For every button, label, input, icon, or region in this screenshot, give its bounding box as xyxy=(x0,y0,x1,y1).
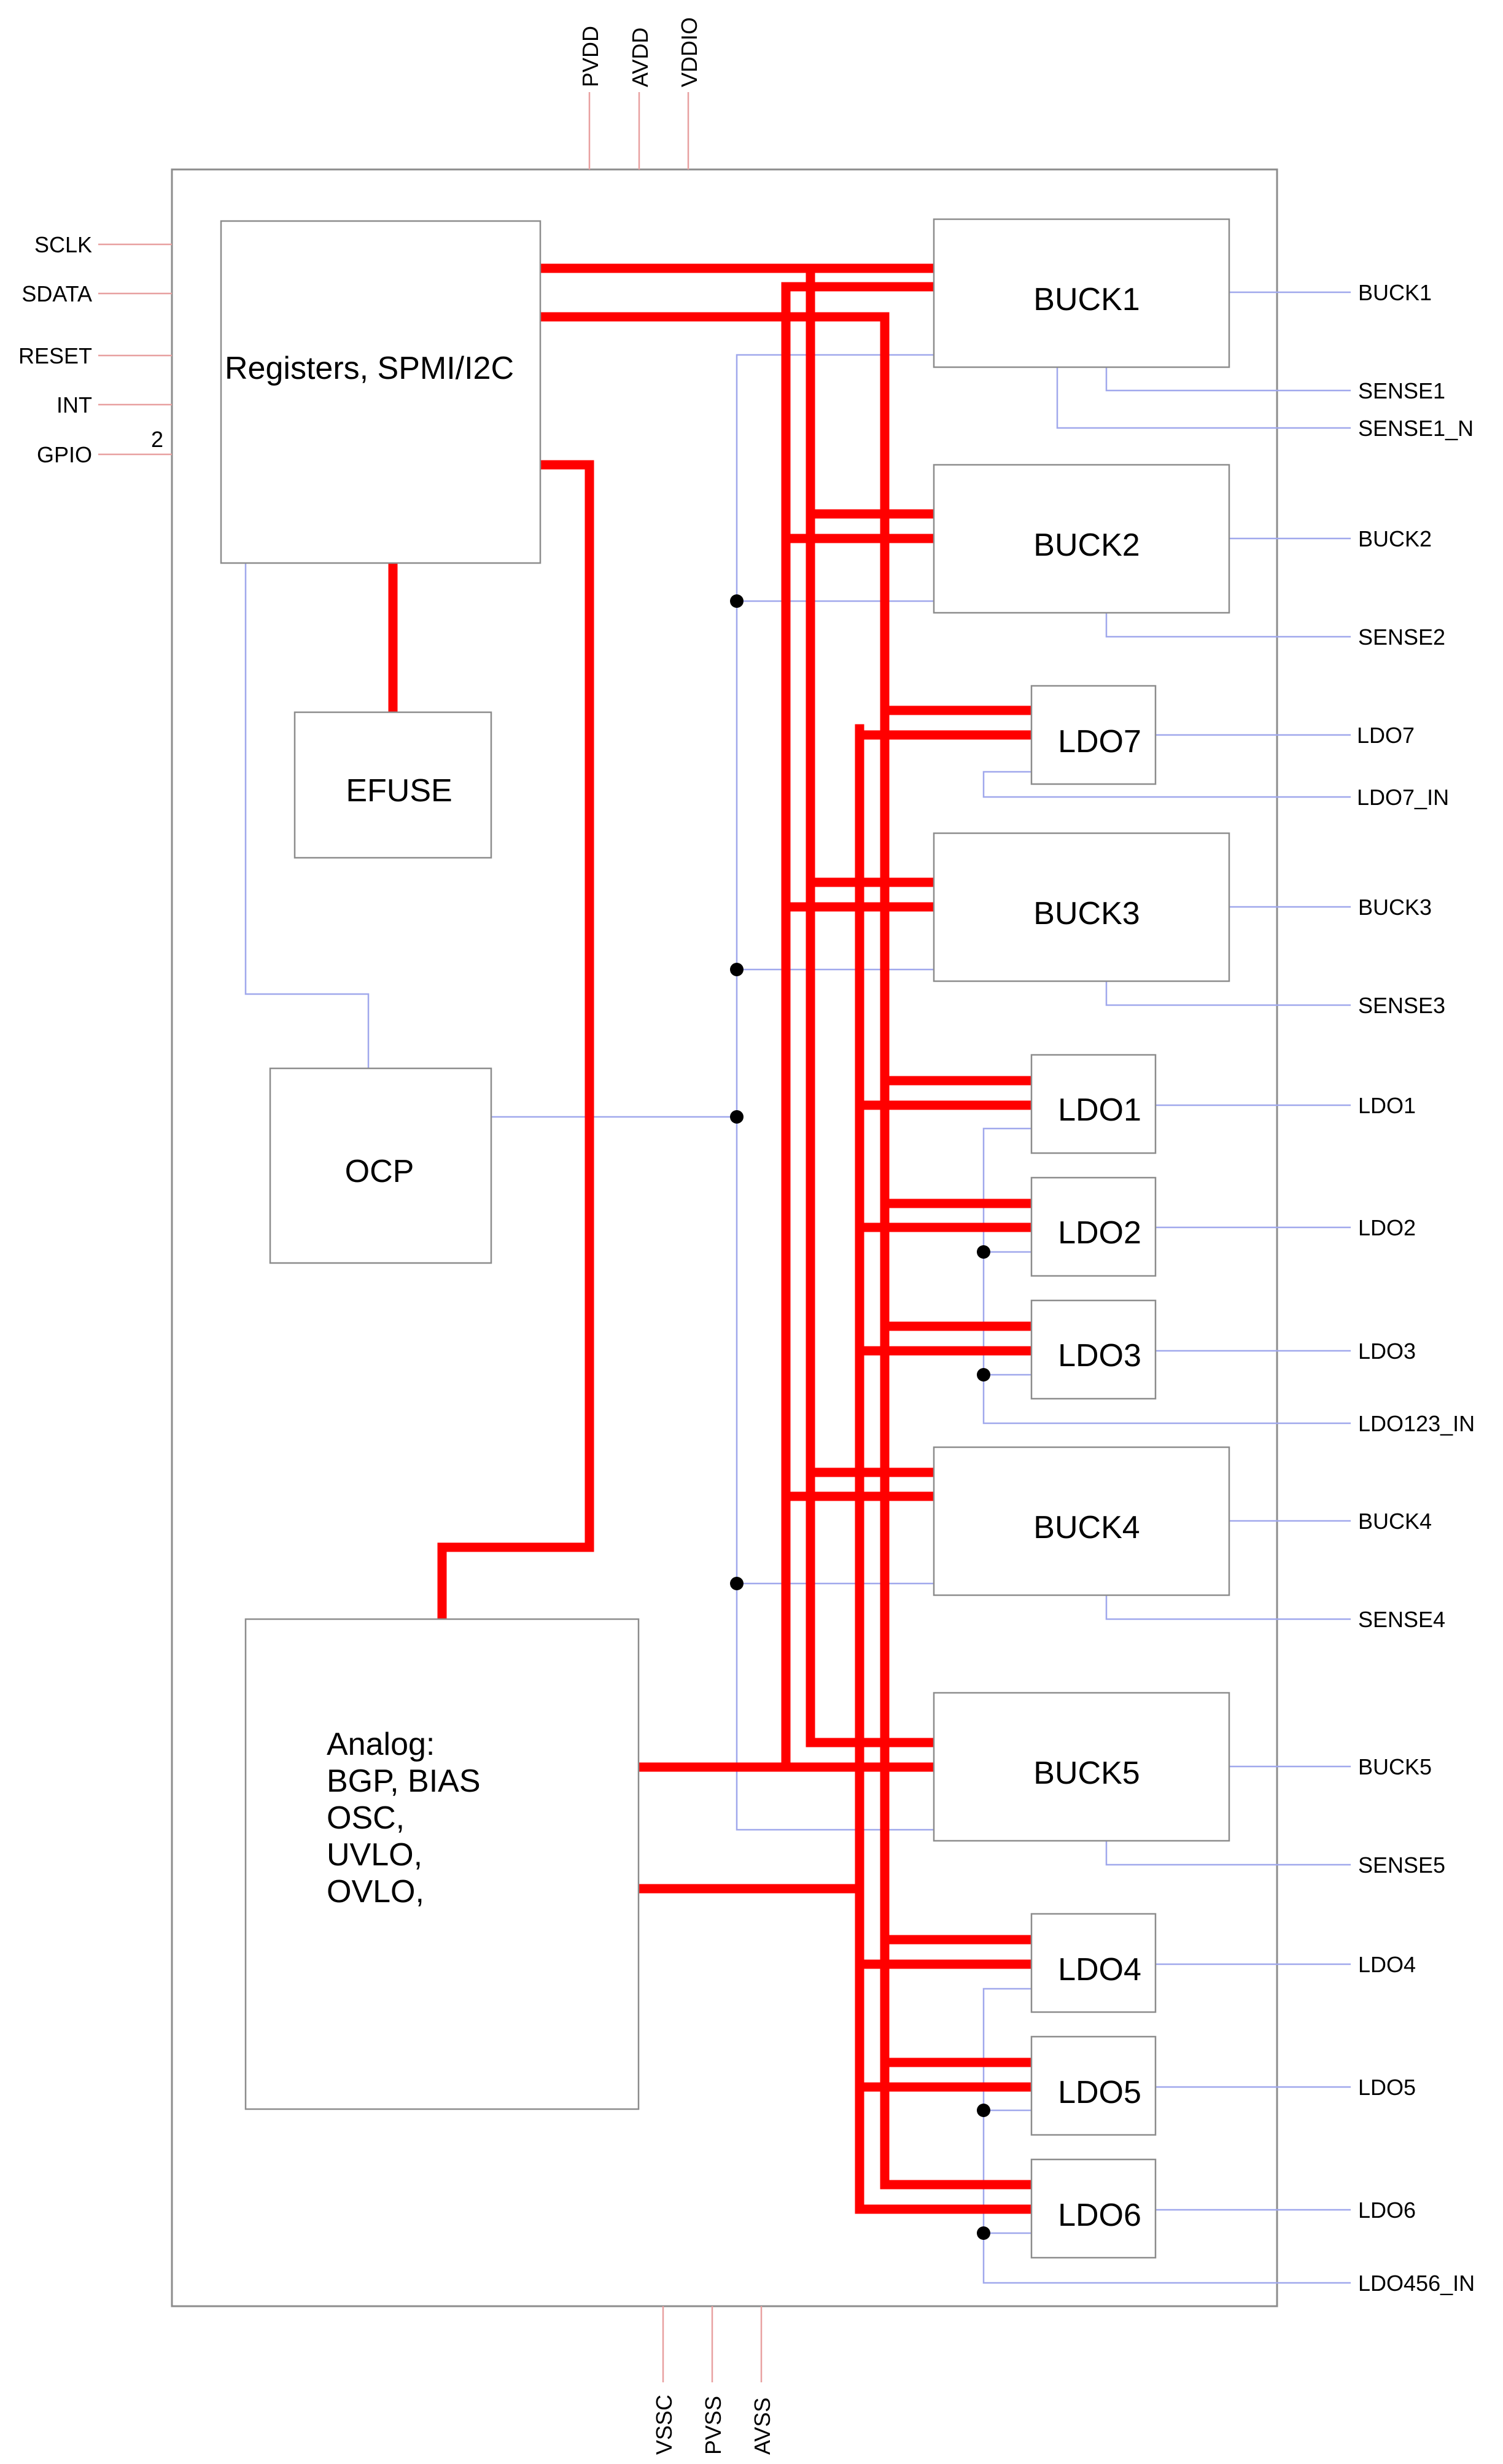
pin-label-buck5: BUCK5 xyxy=(1358,1754,1432,1779)
pin-label-vddio: VDDIO xyxy=(677,17,702,87)
junction-dot xyxy=(977,2104,990,2117)
pin-label-pvss: PVSS xyxy=(701,2396,726,2455)
pin-label-vssc: VSSC xyxy=(651,2395,677,2455)
analog-label-line: UVLO, xyxy=(327,1837,422,1873)
pin-label-ldo7-in: LDO7_IN xyxy=(1357,785,1449,810)
left-pin-labels: SCLK SDATA RESET INT GPIO 2 xyxy=(18,232,163,467)
pin-label-avdd: AVDD xyxy=(627,28,653,87)
pin-label-ldo6: LDO6 xyxy=(1358,2198,1416,2223)
buck3-block: BUCK3 xyxy=(933,832,1230,982)
analog-label-line: OSC, xyxy=(327,1800,405,1836)
pin-label-avss: AVSS xyxy=(750,2398,775,2455)
pin-label-pvdd: PVDD xyxy=(578,26,603,87)
junction-dots xyxy=(730,594,990,2240)
buck5-label: BUCK5 xyxy=(1033,1755,1140,1791)
left-pin-leads xyxy=(98,243,172,456)
gpio-count-label: 2 xyxy=(151,427,163,452)
power-bus xyxy=(388,263,1036,2214)
analog-label-line: BGP, BIAS xyxy=(327,1763,481,1799)
buck1-label: BUCK1 xyxy=(1033,282,1140,317)
pin-label-sense5: SENSE5 xyxy=(1358,1852,1445,1878)
ldo3-block: LDO3 xyxy=(1030,1299,1157,1400)
pin-label-buck2: BUCK2 xyxy=(1358,526,1432,551)
junction-dot xyxy=(730,594,744,608)
ldo6-label: LDO6 xyxy=(1058,2198,1141,2233)
junction-dot xyxy=(977,1368,990,1382)
efuse-label: EFUSE xyxy=(346,773,452,809)
pin-label-sense4: SENSE4 xyxy=(1358,1607,1445,1632)
ocp-label: OCP xyxy=(345,1154,414,1189)
right-pin-labels: BUCK1 SENSE1 SENSE1_N BUCK2 SENSE2 LDO7 … xyxy=(1357,280,1475,2296)
ldo1-label: LDO1 xyxy=(1058,1092,1141,1128)
pin-label-ldo4: LDO4 xyxy=(1358,1952,1416,1977)
buck3-label: BUCK3 xyxy=(1033,896,1140,931)
buck4-block: BUCK4 xyxy=(933,1446,1230,1596)
ldo7-label: LDO7 xyxy=(1058,724,1141,760)
pin-label-ldo7: LDO7 xyxy=(1357,723,1415,748)
pin-label-buck1: BUCK1 xyxy=(1358,280,1432,305)
junction-dot xyxy=(977,2226,990,2240)
ldo7-block: LDO7 xyxy=(1030,685,1157,785)
registers-block: Registers, SPMI/I2C xyxy=(220,220,542,564)
buck2-block: BUCK2 xyxy=(933,464,1230,614)
ldo4-label: LDO4 xyxy=(1058,1952,1141,1988)
buck4-label: BUCK4 xyxy=(1033,1510,1140,1545)
ldo2-block: LDO2 xyxy=(1030,1176,1157,1277)
bottom-pin-leads xyxy=(662,2306,763,2382)
efuse-block: EFUSE xyxy=(293,711,492,859)
pin-label-buck3: BUCK3 xyxy=(1358,895,1432,920)
ldo6-block: LDO6 xyxy=(1030,2158,1157,2259)
pin-label-ldo5: LDO5 xyxy=(1358,2075,1416,2100)
ldo5-label: LDO5 xyxy=(1058,2075,1141,2110)
pin-label-ldo123-in: LDO123_IN xyxy=(1358,1411,1475,1436)
pin-label-ldo3: LDO3 xyxy=(1358,1339,1416,1364)
buck1-block: BUCK1 xyxy=(933,218,1230,368)
pin-label-reset: RESET xyxy=(18,343,92,368)
ldo1-block: LDO1 xyxy=(1030,1054,1157,1154)
analog-block: Analog: BGP, BIAS OSC, UVLO, OVLO, xyxy=(244,1618,640,2110)
ocp-block: OCP xyxy=(269,1067,492,1264)
junction-dot xyxy=(730,1577,744,1590)
bottom-pin-labels: VSSC PVSS AVSS xyxy=(651,2395,775,2455)
pin-label-sclk: SCLK xyxy=(34,232,92,257)
pin-label-gpio: GPIO xyxy=(37,442,92,467)
pin-label-ldo456-in: LDO456_IN xyxy=(1358,2271,1475,2296)
pin-label-ldo1: LDO1 xyxy=(1358,1093,1416,1118)
junction-dot xyxy=(977,1245,990,1259)
pin-label-int: INT xyxy=(56,392,92,418)
ldo5-block: LDO5 xyxy=(1030,2035,1157,2136)
pin-label-ldo2: LDO2 xyxy=(1358,1215,1416,1240)
registers-label: Registers, SPMI/I2C xyxy=(225,351,514,386)
top-pin-labels: PVDD AVDD VDDIO xyxy=(578,17,702,87)
pin-label-sense2: SENSE2 xyxy=(1358,624,1445,650)
pin-label-sense3: SENSE3 xyxy=(1358,993,1445,1018)
junction-dot xyxy=(730,963,744,976)
buck5-block: BUCK5 xyxy=(933,1692,1230,1842)
signal-wiring xyxy=(244,291,1351,2284)
ldo3-label: LDO3 xyxy=(1058,1338,1141,1374)
ldo4-block: LDO4 xyxy=(1030,1913,1157,2013)
chip-boundary xyxy=(171,168,1278,2307)
buck2-label: BUCK2 xyxy=(1033,527,1140,563)
top-pin-leads xyxy=(588,92,689,169)
analog-label-line: Analog: xyxy=(327,1727,435,1762)
pin-label-sense1-n: SENSE1_N xyxy=(1358,416,1474,441)
junction-dot xyxy=(730,1110,744,1124)
ldo2-label: LDO2 xyxy=(1058,1215,1141,1251)
pin-label-sdata: SDATA xyxy=(21,281,92,306)
pin-label-buck4: BUCK4 xyxy=(1358,1509,1432,1534)
analog-label-line: OVLO, xyxy=(327,1874,424,1910)
pin-label-sense1: SENSE1 xyxy=(1358,378,1445,403)
